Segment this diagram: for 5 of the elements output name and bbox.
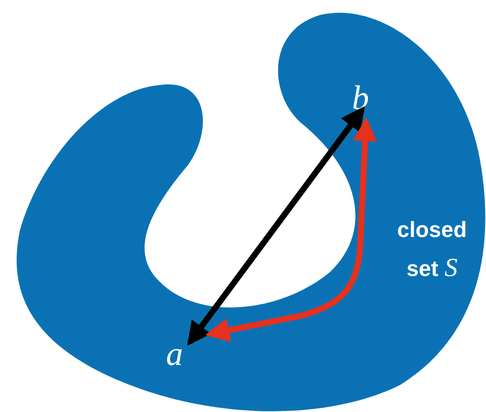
- set-label: closed set S: [396, 216, 468, 284]
- point-label: b: [352, 80, 369, 117]
- double-arrow: [187, 106, 365, 346]
- point-label: a: [166, 336, 183, 373]
- double-arrow: [205, 117, 378, 342]
